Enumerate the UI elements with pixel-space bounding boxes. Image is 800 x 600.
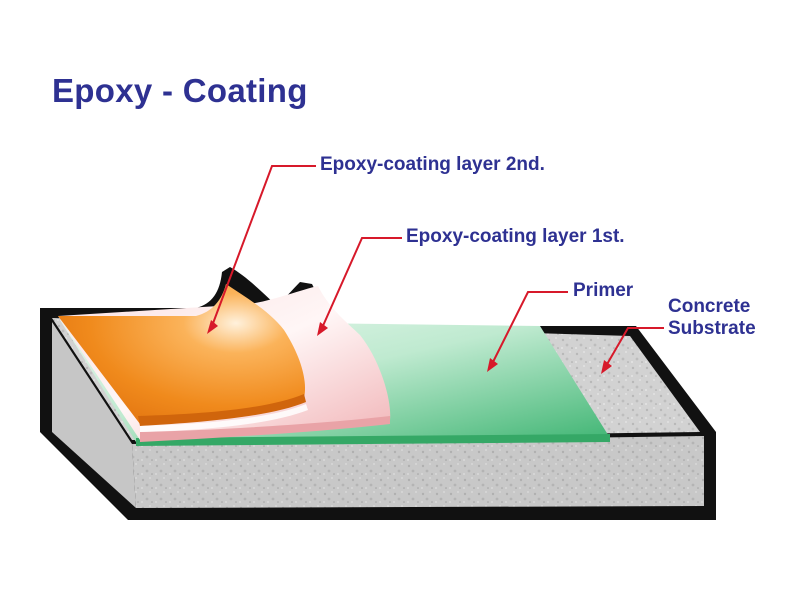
label-concrete-substrate: Concrete Substrate (668, 296, 756, 340)
leader-tips (207, 320, 612, 374)
arrow-tip-primer (487, 358, 498, 372)
arrow-tip-layer-2 (207, 320, 218, 334)
arrow-tip-concrete (601, 360, 612, 374)
label-concrete-line-1: Concrete (668, 296, 751, 317)
label-primer: Primer (573, 280, 634, 301)
leader-line-concrete (605, 327, 664, 367)
leader-line-layer-2 (211, 165, 316, 327)
leader-line-primer (491, 291, 568, 365)
arrow-tip-layer-1 (317, 322, 328, 336)
concrete-front-face (132, 436, 704, 508)
epoxy-layer-1-edge (140, 416, 390, 442)
label-epoxy-layer-2: Epoxy-coating layer 2nd. (320, 154, 545, 175)
layer-white-seam (140, 404, 308, 432)
concrete-left-face (52, 322, 136, 508)
epoxy-layer-2 (58, 284, 306, 424)
label-concrete-line-2: Substrate (668, 318, 756, 339)
epoxy-layer-2-edge (138, 394, 306, 426)
primer-edge (136, 434, 610, 446)
label-epoxy-layer-1: Epoxy-coating layer 1st. (406, 226, 625, 247)
diagram-title: Epoxy - Coating (52, 72, 308, 109)
leader-lines (211, 165, 664, 367)
leader-line-layer-1 (321, 237, 402, 329)
